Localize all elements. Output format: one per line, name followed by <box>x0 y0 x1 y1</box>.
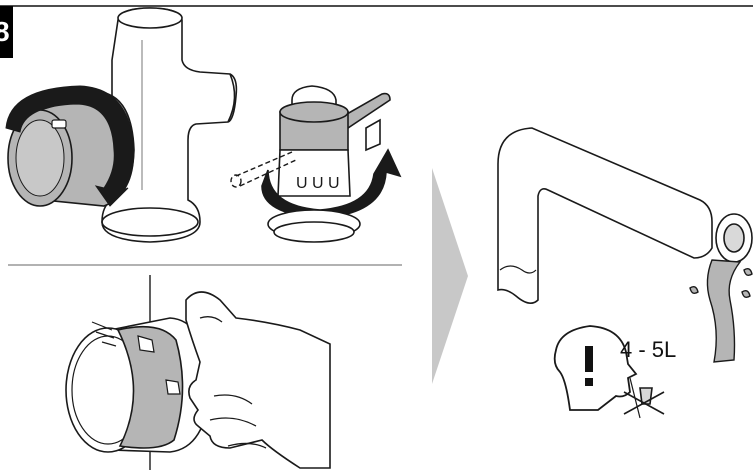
hand-press-icon <box>65 275 331 470</box>
spout-icon <box>497 127 753 304</box>
no-drink-icon <box>623 377 665 419</box>
next-step-arrow <box>432 168 468 384</box>
rotate-arrow-icon <box>5 85 135 207</box>
warning-head-icon <box>553 325 638 411</box>
cartridge-icon: U U U <box>230 85 402 243</box>
svg-text:U U U: U U U <box>296 175 340 192</box>
step-badge: 8 <box>0 6 13 58</box>
flush-volume-label: 4 - 5L <box>620 337 677 362</box>
water-stream-icon <box>689 259 753 363</box>
